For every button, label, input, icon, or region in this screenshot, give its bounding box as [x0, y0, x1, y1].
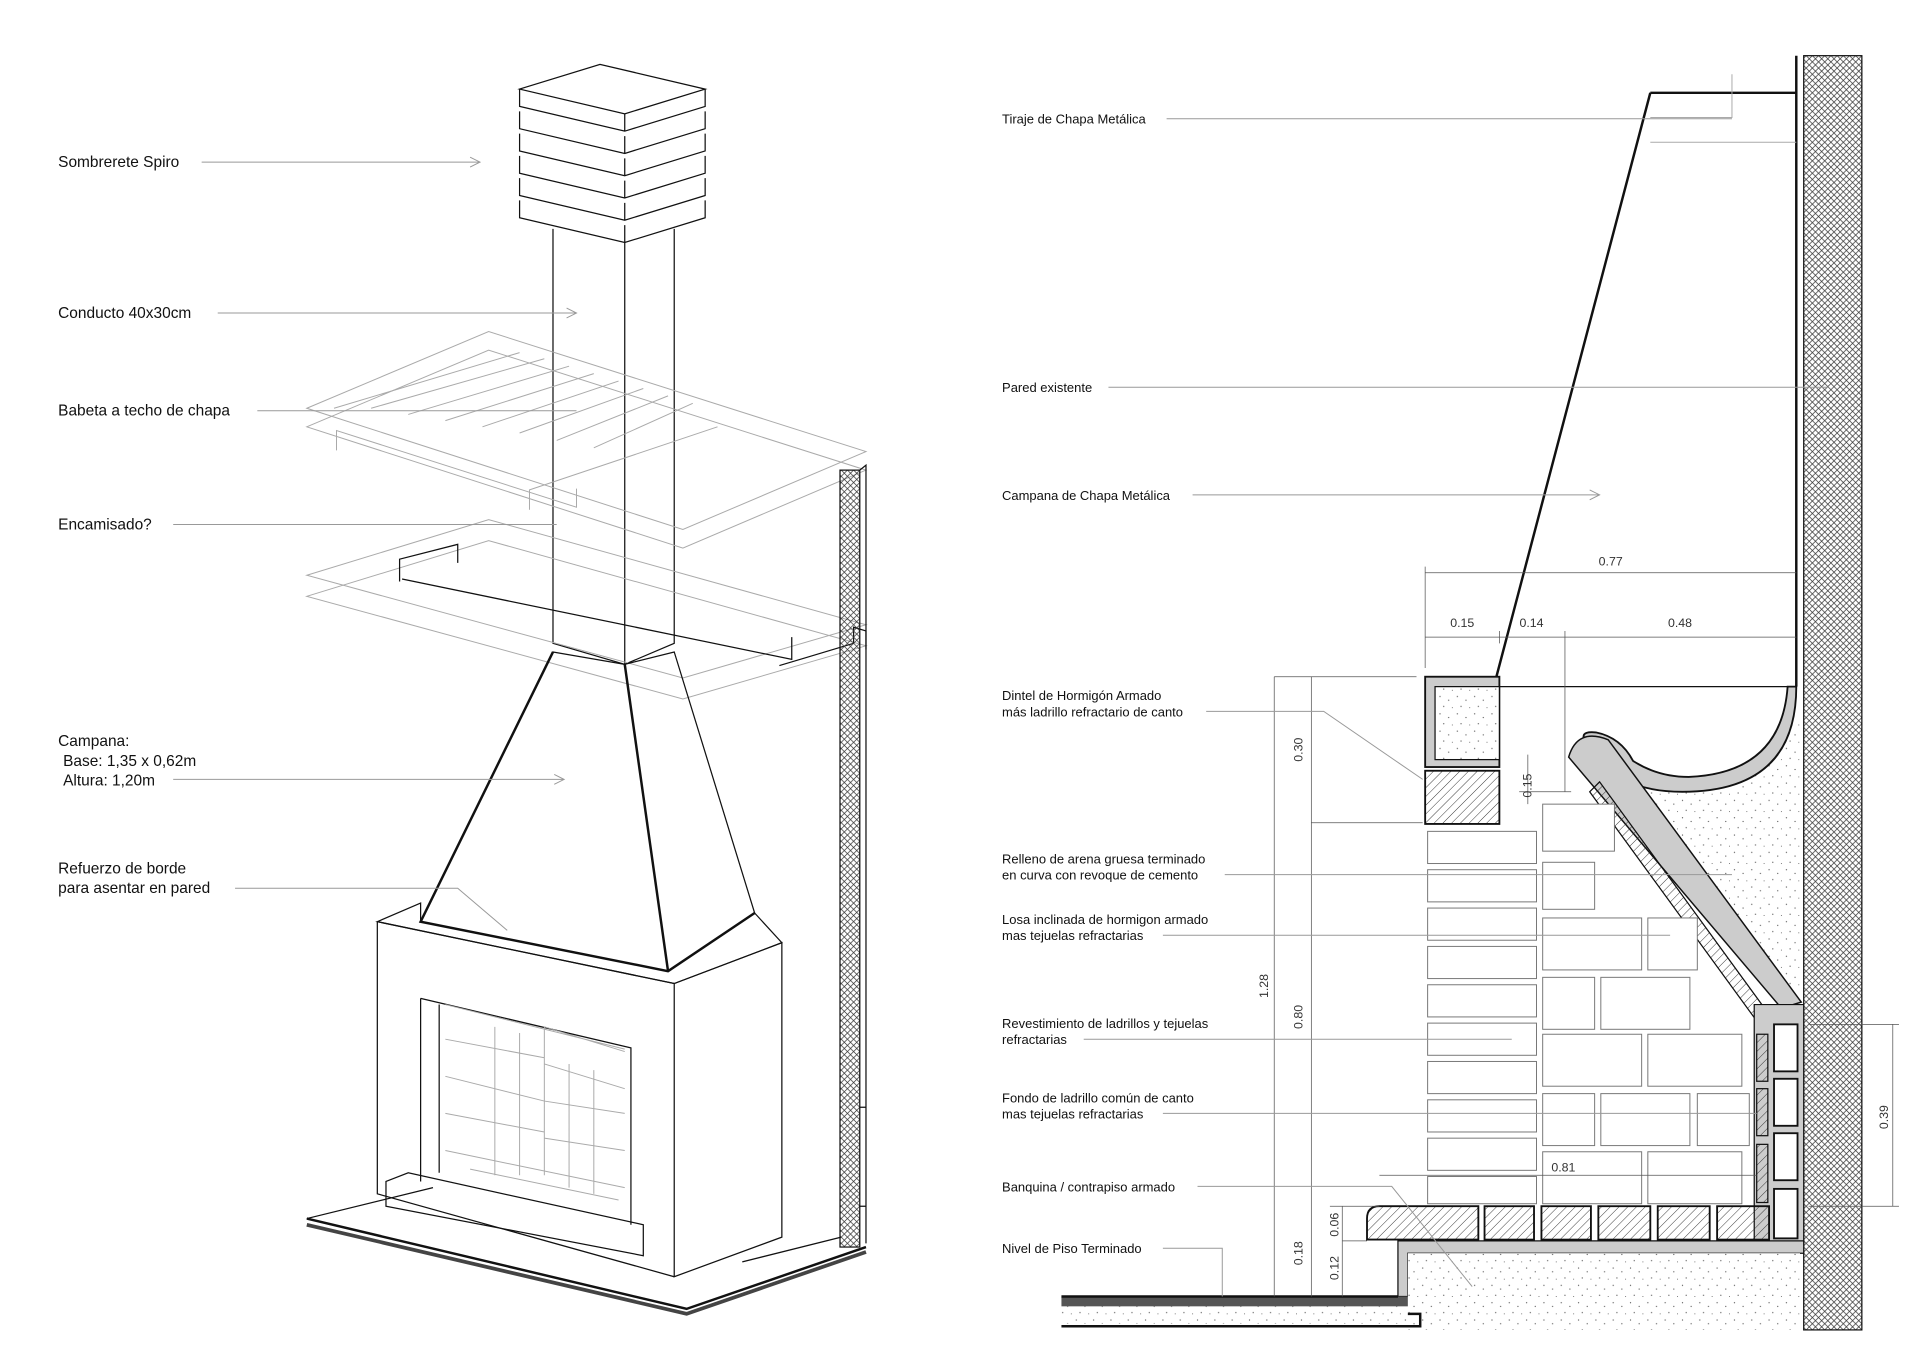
- hearth-slab: [306, 1187, 867, 1316]
- leader-campana-section: [1192, 489, 1601, 501]
- banquina: [1366, 1205, 1805, 1330]
- label-revest-1: Revestimiento de ladrillos y tejuelas: [1002, 1016, 1209, 1031]
- dim-039: 0.39: [1877, 1105, 1891, 1129]
- leader-sombrerete: [201, 156, 482, 168]
- section-view: 0.77 0.15 0.14 0.48 0.30 0.15 1.28 0.80 …: [1002, 55, 1899, 1331]
- existing-wall-iso: [839, 463, 867, 1248]
- dim-014: 0.14: [1520, 616, 1544, 630]
- label-refuerzo-2: para asentar en pared: [58, 880, 210, 897]
- dim-018: 0.18: [1292, 1241, 1306, 1265]
- label-banquina: Banquina / contrapiso armado: [1002, 1179, 1175, 1194]
- finished-floor: [1061, 1295, 1422, 1328]
- chimney-duct: [552, 228, 675, 666]
- label-campana-altura: Altura: 1,20m: [63, 773, 155, 790]
- dim-080: 0.80: [1292, 1005, 1306, 1029]
- label-relleno-1: Relleno de arena gruesa terminado: [1002, 852, 1205, 867]
- leader-nivel: [1162, 1247, 1223, 1297]
- roof-flashing: [305, 331, 868, 700]
- leader-dintel: [1206, 710, 1423, 780]
- label-campana-title: Campana:: [58, 733, 129, 750]
- dim-077: 0.77: [1599, 554, 1623, 568]
- hood: [418, 651, 756, 973]
- dim-012: 0.12: [1328, 1256, 1342, 1280]
- leader-conducto: [217, 307, 578, 319]
- dim-015-b: 0.15: [1521, 773, 1535, 797]
- chimney-cap: [517, 63, 708, 244]
- dim-006: 0.06: [1328, 1213, 1342, 1237]
- label-relleno-2: en curva con revoque de cemento: [1002, 868, 1198, 883]
- dimension-lines: [1273, 566, 1899, 1297]
- label-revest-2: refractarias: [1002, 1032, 1067, 1047]
- label-fondo-2: mas tejuelas refractarias: [1002, 1106, 1144, 1121]
- label-pared: Pared existente: [1002, 380, 1092, 395]
- label-fondo-1: Fondo de ladrillo común de canto: [1002, 1090, 1194, 1105]
- label-losa-1: Losa inclinada de hormigon armado: [1002, 912, 1208, 927]
- label-campana-base: Base: 1,35 x 0,62m: [63, 753, 196, 770]
- label-dintel-2: más ladrillo refractario de canto: [1002, 704, 1183, 719]
- label-nivel: Nivel de Piso Terminado: [1002, 1241, 1142, 1256]
- dim-081: 0.81: [1551, 1161, 1575, 1175]
- inclined-slab: [1567, 735, 1803, 1010]
- label-encamisado: Encamisado?: [58, 517, 152, 534]
- label-dintel-1: Dintel de Hormigón Armado: [1002, 688, 1161, 703]
- label-losa-2: mas tejuelas refractarias: [1002, 928, 1144, 943]
- dim-048: 0.48: [1668, 616, 1692, 630]
- label-tiraje: Tiraje de Chapa Metálica: [1002, 112, 1146, 127]
- hood-section: [1493, 91, 1797, 685]
- label-conducto: Conducto 40x30cm: [58, 305, 191, 322]
- curved-plaster: [1582, 685, 1798, 793]
- label-campana-section: Campana de Chapa Metálica: [1002, 488, 1171, 503]
- firebox: [375, 902, 783, 1278]
- dim-030: 0.30: [1292, 738, 1306, 762]
- leader-banquina: [1197, 1185, 1473, 1287]
- back-bricks: [1753, 1003, 1805, 1244]
- label-babeta: Babeta a techo de chapa: [58, 403, 230, 420]
- dim-015-a: 0.15: [1450, 616, 1474, 630]
- dim-128: 1.28: [1257, 974, 1271, 998]
- label-sombrerete: Sombrerete Spiro: [58, 154, 179, 171]
- label-refuerzo-1: Refuerzo de borde: [58, 860, 186, 877]
- leader-refuerzo: [235, 887, 508, 931]
- leader-campana: [173, 774, 566, 785]
- brick-lining: [1427, 803, 1750, 1205]
- existing-wall: [1803, 55, 1863, 1331]
- isometric-view: Sombrerete Spiro Conducto 40x30cm Babeta…: [58, 63, 868, 1316]
